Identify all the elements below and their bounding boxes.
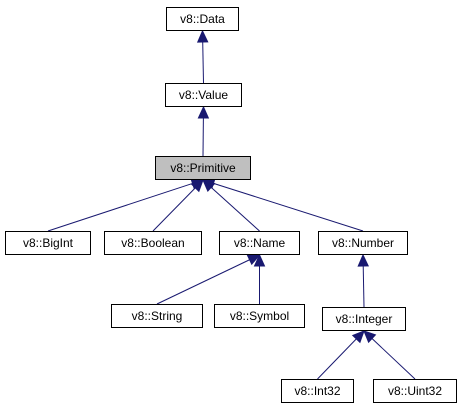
edge-integer-to-number [362, 265, 365, 308]
node-v8-primitive: v8::Primitive [155, 156, 251, 180]
node-v8-string[interactable]: v8::String [111, 304, 203, 328]
arrowhead-integer-to-number [357, 253, 369, 267]
arrowhead-value-to-data [196, 29, 209, 43]
arrowhead-boolean-to-primitive [190, 179, 204, 193]
node-v8-number[interactable]: v8::Number [318, 231, 408, 255]
edge-uint32-to-integer [371, 338, 416, 380]
arrowhead-uint32-to-integer [363, 330, 377, 344]
node-v8-name[interactable]: v8::Name [219, 231, 300, 255]
node-v8-boolean[interactable]: v8::Boolean [104, 231, 202, 255]
edge-number-to-primitive [213, 182, 364, 232]
edge-boolean-to-primitive [152, 187, 196, 232]
arrowhead-primitive-to-value [197, 105, 210, 119]
node-v8-symbol[interactable]: v8::Symbol [214, 304, 305, 328]
node-v8-integer[interactable]: v8::Integer [322, 307, 406, 331]
edge-name-to-primitive [210, 186, 260, 232]
arrowhead-symbol-to-name [253, 253, 266, 267]
edge-value-to-data [202, 41, 204, 84]
arrowhead-int32-to-integer [351, 330, 365, 344]
node-v8-value[interactable]: v8::Value [165, 83, 242, 107]
node-v8-uint32[interactable]: v8::Uint32 [373, 379, 457, 403]
arrowhead-string-to-name [246, 254, 261, 266]
edge-string-to-name [156, 259, 250, 305]
edge-int32-to-integer [317, 338, 357, 380]
node-v8-bigint[interactable]: v8::BigInt [5, 231, 91, 255]
edge-bigint-to-primitive [47, 182, 193, 232]
node-v8-data[interactable]: v8::Data [166, 7, 239, 31]
node-v8-int32[interactable]: v8::Int32 [281, 379, 354, 403]
